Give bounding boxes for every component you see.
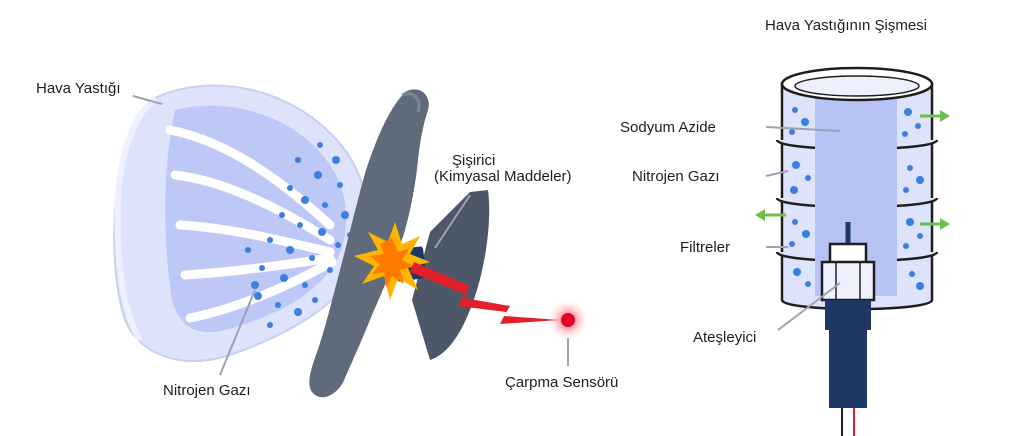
inflator-label-line1: Şişirici: [452, 152, 495, 169]
sodium-azide-label: Sodyum Azide: [620, 119, 716, 136]
nitrogen-bubbles-left: [245, 142, 353, 328]
crash-sensor-label: Çarpma Sensörü: [505, 374, 618, 391]
explosion-spark: [354, 222, 430, 300]
steering-wheel: [309, 89, 429, 398]
inflator-label-line2: (Kimyasal Maddeler): [434, 168, 572, 185]
leader-lines-right: [765, 126, 841, 331]
crash-sensor: [546, 298, 590, 342]
igniter-label: Ateşleyici: [693, 329, 756, 346]
nitrogen-label-left: Nitrojen Gazı: [163, 382, 251, 399]
filters-label: Filtreler: [680, 239, 730, 256]
airbag: [113, 84, 369, 362]
right-diagram: Hava Yastığının Şişmesi: [620, 17, 950, 436]
nitrogen-label-right: Nitrojen Gazı: [632, 168, 720, 185]
airbag-label: Hava Yastığı: [36, 80, 121, 97]
left-diagram: Hava Yastığı Şişirici (Kimyasal Maddeler…: [36, 80, 618, 399]
nitrogen-bubbles-right: [789, 107, 924, 290]
inflator-housing: [412, 190, 490, 360]
leader-lines-left: [132, 95, 569, 376]
igniter: [820, 222, 876, 436]
inflation-title: Hava Yastığının Şişmesi: [765, 17, 927, 34]
gas-flow-arrows: [755, 110, 950, 230]
lightning-bolt: [410, 262, 560, 324]
inflator-cylinder: [775, 66, 939, 311]
